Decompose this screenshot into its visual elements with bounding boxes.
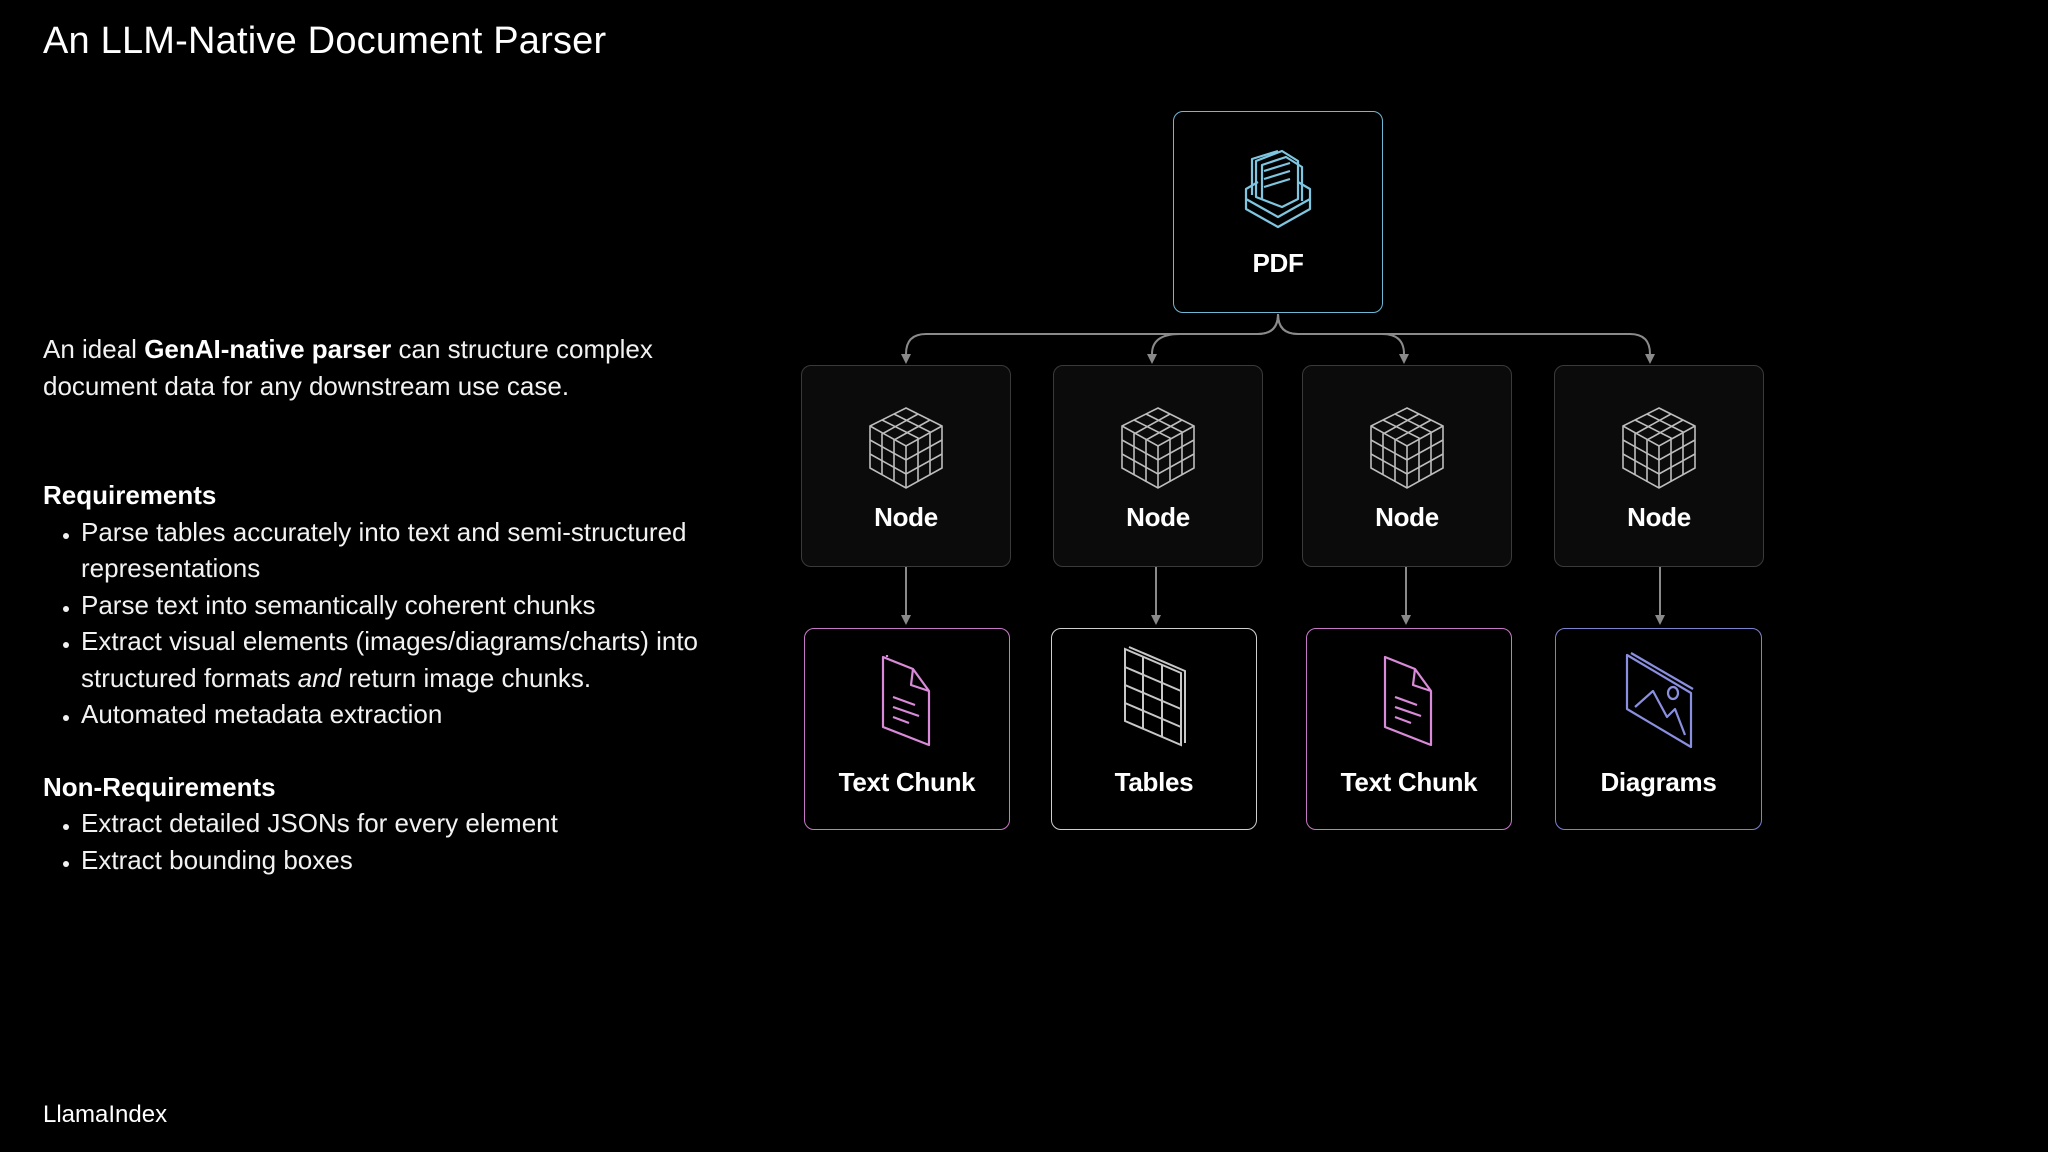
pdf-label: PDF xyxy=(1252,248,1304,278)
intro-bold: GenAI-native parser xyxy=(144,334,392,364)
diagrams-box: Diagrams xyxy=(1555,628,1762,830)
intro-suffix: can structure complex document data for … xyxy=(43,334,653,401)
non-requirement-item: Extract detailed JSONs for every element xyxy=(81,805,703,842)
node-label: Node xyxy=(1627,502,1691,532)
requirement-item: Parse text into semantically coherent ch… xyxy=(81,587,703,624)
cube-grid-icon xyxy=(1369,398,1445,498)
pdf-stack-icon xyxy=(1238,144,1318,244)
output-label: Text Chunk xyxy=(1340,767,1478,797)
non-requirement-item: Extract bounding boxes xyxy=(81,842,703,879)
image-icon xyxy=(1623,651,1695,751)
node-box: Node xyxy=(1053,365,1263,567)
intro-prefix: An ideal xyxy=(43,334,145,364)
non-requirements-list: Extract detailed JSONs for every element… xyxy=(43,805,703,878)
tree-connector-3 xyxy=(1277,313,1409,364)
requirements-list: Parse tables accurately into text and se… xyxy=(43,514,703,733)
node-box: Node xyxy=(801,365,1011,567)
requirement-item: Parse tables accurately into text and se… xyxy=(81,514,703,587)
node-box: Node xyxy=(1554,365,1764,567)
non-requirements-heading: Non-Requirements xyxy=(43,771,276,802)
requirements-heading: Requirements xyxy=(43,480,217,510)
tree-connector-1 xyxy=(901,313,1279,364)
pdf-box: PDF xyxy=(1173,111,1383,313)
table-grid-icon xyxy=(1121,646,1187,747)
requirement-item: Automated metadata extraction xyxy=(81,696,703,733)
document-icon xyxy=(1381,651,1437,751)
requirement-text: Extract visual elements (images/diagrams… xyxy=(81,626,699,693)
node-label: Node xyxy=(874,502,938,532)
slide-title: An LLM-Native Document Parser xyxy=(43,20,607,62)
cube-grid-icon xyxy=(1120,398,1196,498)
tree-connector-4 xyxy=(1277,313,1655,364)
requirement-item: Extract visual elements (images/diagrams… xyxy=(81,623,703,696)
node-label: Node xyxy=(1375,502,1439,532)
requirement-italic: and xyxy=(297,662,342,693)
cube-grid-icon xyxy=(1621,398,1697,498)
output-label: Tables xyxy=(1114,767,1194,797)
footer-brand: LlamaIndex xyxy=(43,1101,168,1128)
output-label: Text Chunk xyxy=(838,767,976,797)
cube-grid-icon xyxy=(868,398,944,498)
text-chunk-box: Text Chunk xyxy=(804,628,1010,830)
intro-paragraph: An ideal GenAI-native parser can structu… xyxy=(43,331,703,404)
node-label: Node xyxy=(1126,502,1190,532)
node-box: Node xyxy=(1302,365,1512,567)
output-label: Diagrams xyxy=(1600,767,1717,797)
tree-connector-2 xyxy=(1147,313,1279,364)
description-column: An ideal GenAI-native parser can structu… xyxy=(43,331,703,914)
text-chunk-box: Text Chunk xyxy=(1306,628,1512,830)
document-icon xyxy=(879,651,935,751)
requirement-text: return image chunks. xyxy=(341,662,592,693)
tables-box: Tables xyxy=(1051,628,1257,830)
